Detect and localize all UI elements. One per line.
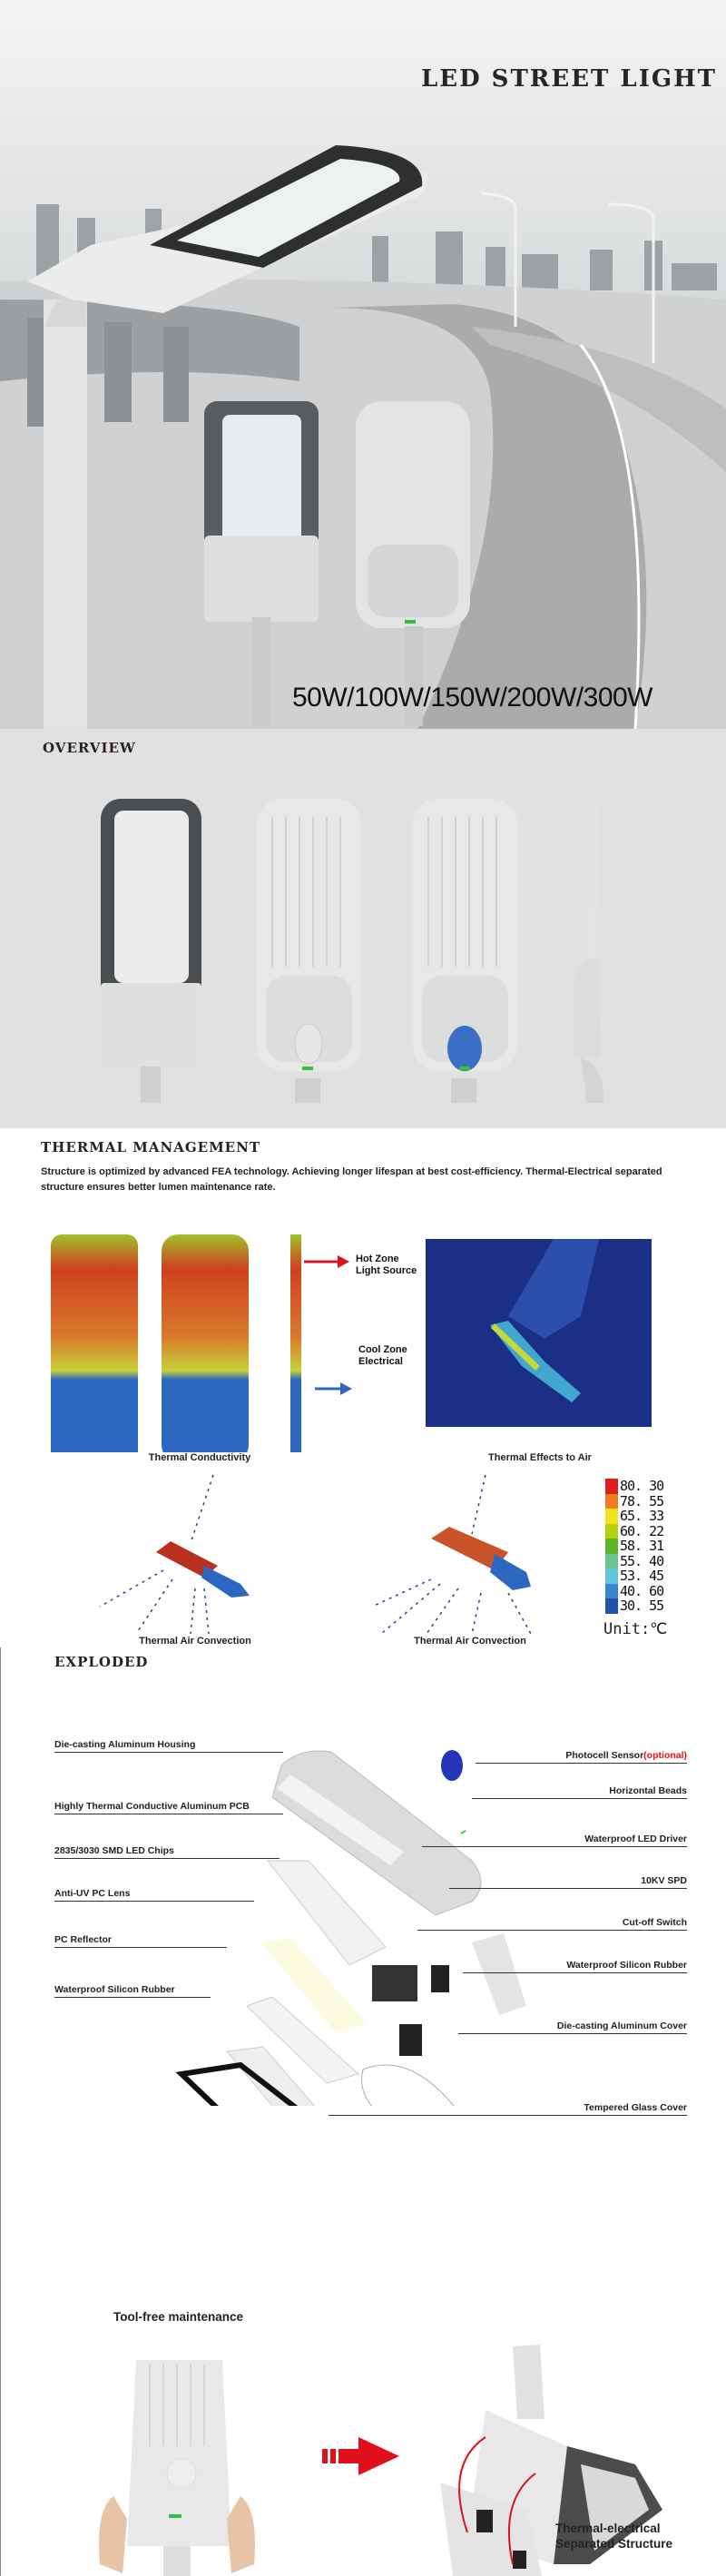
back-view-image bbox=[257, 799, 361, 1103]
leader-line bbox=[417, 1930, 687, 1931]
front-view-image bbox=[101, 799, 201, 1103]
legend-entry: 80. 30 bbox=[605, 1478, 664, 1495]
arrow-right-icon bbox=[322, 2437, 399, 2475]
caption-thermal-effects: Thermal Effects to Air bbox=[488, 1452, 592, 1463]
leader-line bbox=[463, 1972, 687, 1973]
maintenance-images bbox=[99, 2345, 662, 2576]
leader-line bbox=[54, 1858, 280, 1859]
legend-entry: 40. 60 bbox=[605, 1582, 664, 1599]
thermal-description: Structure is optimized by advanced FEA t… bbox=[41, 1166, 662, 1193]
part-label: Tempered Glass Cover bbox=[584, 2102, 687, 2113]
caption-air-convection-2: Thermal Air Convection bbox=[414, 1636, 526, 1647]
part-label: 2835/3030 SMD LED Chips bbox=[54, 1845, 174, 1856]
legend-entry: 60. 22 bbox=[605, 1522, 664, 1539]
part-label: Photocell Sensor(optional) bbox=[565, 1750, 687, 1761]
legend-swatch bbox=[605, 1598, 618, 1614]
section-border bbox=[0, 1647, 1, 2576]
exploded-title: EXPLODED bbox=[54, 1654, 149, 1670]
leader-line bbox=[472, 1798, 687, 1799]
part-label: Horizontal Beads bbox=[609, 1785, 687, 1796]
part-label: Die-casting Aluminum Housing bbox=[54, 1739, 196, 1750]
caption-air-convection-1: Thermal Air Convection bbox=[139, 1636, 251, 1647]
leader-line bbox=[458, 2033, 687, 2034]
thermal-effects-to-air-image bbox=[426, 1239, 652, 1427]
legend-swatch bbox=[605, 1553, 618, 1568]
leader-line bbox=[54, 1752, 283, 1753]
legend-swatch bbox=[605, 1583, 618, 1598]
leader-line bbox=[54, 1947, 227, 1948]
exploded-view-diagram bbox=[175, 1750, 526, 2106]
legend-value: 80. 30 bbox=[620, 1478, 664, 1495]
hero-title: LED STREET LIGHT bbox=[420, 65, 717, 93]
part-label: Waterproof LED Driver bbox=[584, 1834, 687, 1844]
thermal-title: THERMAL MANAGEMENT bbox=[41, 1139, 260, 1155]
tool-free-maintenance-image bbox=[99, 2360, 255, 2576]
thermal-air-convection-images bbox=[99, 1474, 532, 1634]
legend-value: 53. 45 bbox=[620, 1568, 664, 1585]
hero-banner: LED STREET LIGHT 50W/100W/150W/200W/300W bbox=[0, 0, 726, 729]
wattage-options: 50W/100W/150W/200W/300W bbox=[292, 683, 653, 713]
legend-value: 60. 22 bbox=[620, 1522, 664, 1539]
side-view-image bbox=[574, 799, 603, 1103]
overview-title: OVERVIEW bbox=[43, 740, 136, 756]
tool-free-title: Tool-free maintenance bbox=[113, 2310, 244, 2324]
unit-label: Unit:℃ bbox=[603, 1620, 668, 1638]
legend-value: 58. 31 bbox=[620, 1538, 664, 1555]
part-label: Waterproof Silicon Rubber bbox=[54, 1984, 175, 1995]
legend-swatch bbox=[605, 1539, 618, 1554]
part-label: Waterproof Silicon Rubber bbox=[566, 1960, 687, 1971]
thermal-conductivity-image bbox=[51, 1234, 652, 1452]
legend-value: 40. 60 bbox=[620, 1582, 664, 1599]
back-view-with-photocell-image bbox=[413, 799, 517, 1103]
thermal-electrical-separated-structure-image bbox=[440, 2345, 662, 2576]
part-label: 10KV SPD bbox=[641, 1875, 687, 1886]
caption-thermal-conductivity: Thermal Conductivity bbox=[148, 1452, 251, 1463]
legend-swatch bbox=[605, 1523, 618, 1539]
legend-value: 30. 55 bbox=[620, 1598, 664, 1615]
legend-swatch bbox=[605, 1493, 618, 1509]
part-label: Highly Thermal Conductive Aluminum PCB bbox=[54, 1801, 250, 1812]
part-label: PC Reflector bbox=[54, 1934, 113, 1945]
leader-line bbox=[329, 2115, 687, 2116]
legend-entry: 55. 40 bbox=[605, 1552, 664, 1569]
legend-entry: 65. 33 bbox=[605, 1508, 664, 1525]
part-label: Anti-UV PC Lens bbox=[54, 1888, 131, 1899]
leader-line bbox=[54, 1997, 211, 1998]
part-label: Die-casting Aluminum Cover bbox=[556, 2020, 687, 2031]
legend-entry: 30. 55 bbox=[605, 1598, 664, 1615]
part-label: Cut-off Switch bbox=[622, 1917, 687, 1928]
highway-scene-image bbox=[0, 145, 726, 729]
legend-entry: 78. 55 bbox=[605, 1492, 664, 1509]
legend-value: 55. 40 bbox=[620, 1552, 664, 1569]
leader-line bbox=[449, 1888, 687, 1889]
legend-value: 65. 33 bbox=[620, 1508, 664, 1525]
optional-tag: (optional) bbox=[643, 1750, 687, 1761]
legend-swatch bbox=[605, 1568, 618, 1584]
legend-entry: 53. 45 bbox=[605, 1568, 664, 1585]
leader-line bbox=[422, 1846, 687, 1847]
leader-line bbox=[54, 1901, 254, 1902]
legend-value: 78. 55 bbox=[620, 1492, 664, 1509]
legend-swatch bbox=[605, 1509, 618, 1524]
leader-line bbox=[476, 1763, 687, 1764]
overview-product-views bbox=[101, 799, 603, 1103]
legend-swatch bbox=[605, 1479, 618, 1494]
legend-entry: 58. 31 bbox=[605, 1538, 664, 1555]
